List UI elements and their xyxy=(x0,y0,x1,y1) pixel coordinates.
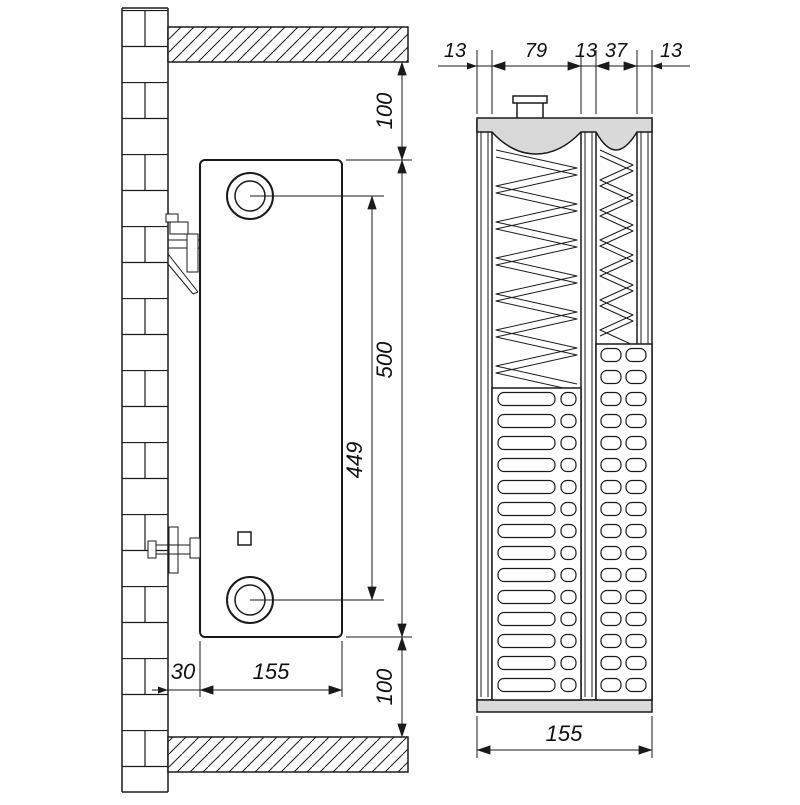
top-header xyxy=(476,95,653,155)
brick-wall xyxy=(121,7,169,793)
dim-seg-gap1-label: 79 xyxy=(525,40,547,62)
dim-height-label: 500 xyxy=(372,341,397,378)
side-view-dimensions: 100 500 449 100 30 155 xyxy=(152,61,412,738)
top-mounting-bracket xyxy=(165,213,200,295)
ceiling-slab xyxy=(167,26,409,63)
radiator-side-view xyxy=(199,159,343,638)
bottom-mounting-bracket xyxy=(147,526,201,574)
dim-wall-clearance-label: 30 xyxy=(171,659,196,684)
dim-seg-right-panel-label: 13 xyxy=(660,40,682,62)
dim-depth-label: 155 xyxy=(253,659,290,684)
grille-right xyxy=(595,343,653,701)
convector-fins-gap2 xyxy=(599,149,634,346)
dim-section-width-label: 155 xyxy=(546,721,583,746)
floor-slab xyxy=(167,736,409,773)
pipe-stub xyxy=(516,100,544,121)
radiator-section-view xyxy=(476,95,653,713)
dim-port-spacing-label: 449 xyxy=(342,442,367,479)
vent-square xyxy=(237,531,252,546)
dim-top-clearance-label: 100 xyxy=(372,92,397,129)
dim-seg-gap2-label: 37 xyxy=(605,40,628,62)
dim-seg-left-panel-label: 13 xyxy=(444,40,466,62)
section-view-dimensions: 13 79 13 37 13 155 xyxy=(438,40,690,758)
convector-fins-gap1 xyxy=(495,149,578,392)
bottom-header xyxy=(476,699,653,713)
radiator-body xyxy=(199,159,343,638)
grille-left xyxy=(491,387,582,701)
pipe-stub-flange xyxy=(512,95,548,104)
dim-bottom-clearance-label: 100 xyxy=(372,668,397,705)
water-panel-left xyxy=(476,119,493,701)
dim-seg-mid-panel-label: 13 xyxy=(575,40,597,62)
water-panel-middle xyxy=(580,119,597,701)
